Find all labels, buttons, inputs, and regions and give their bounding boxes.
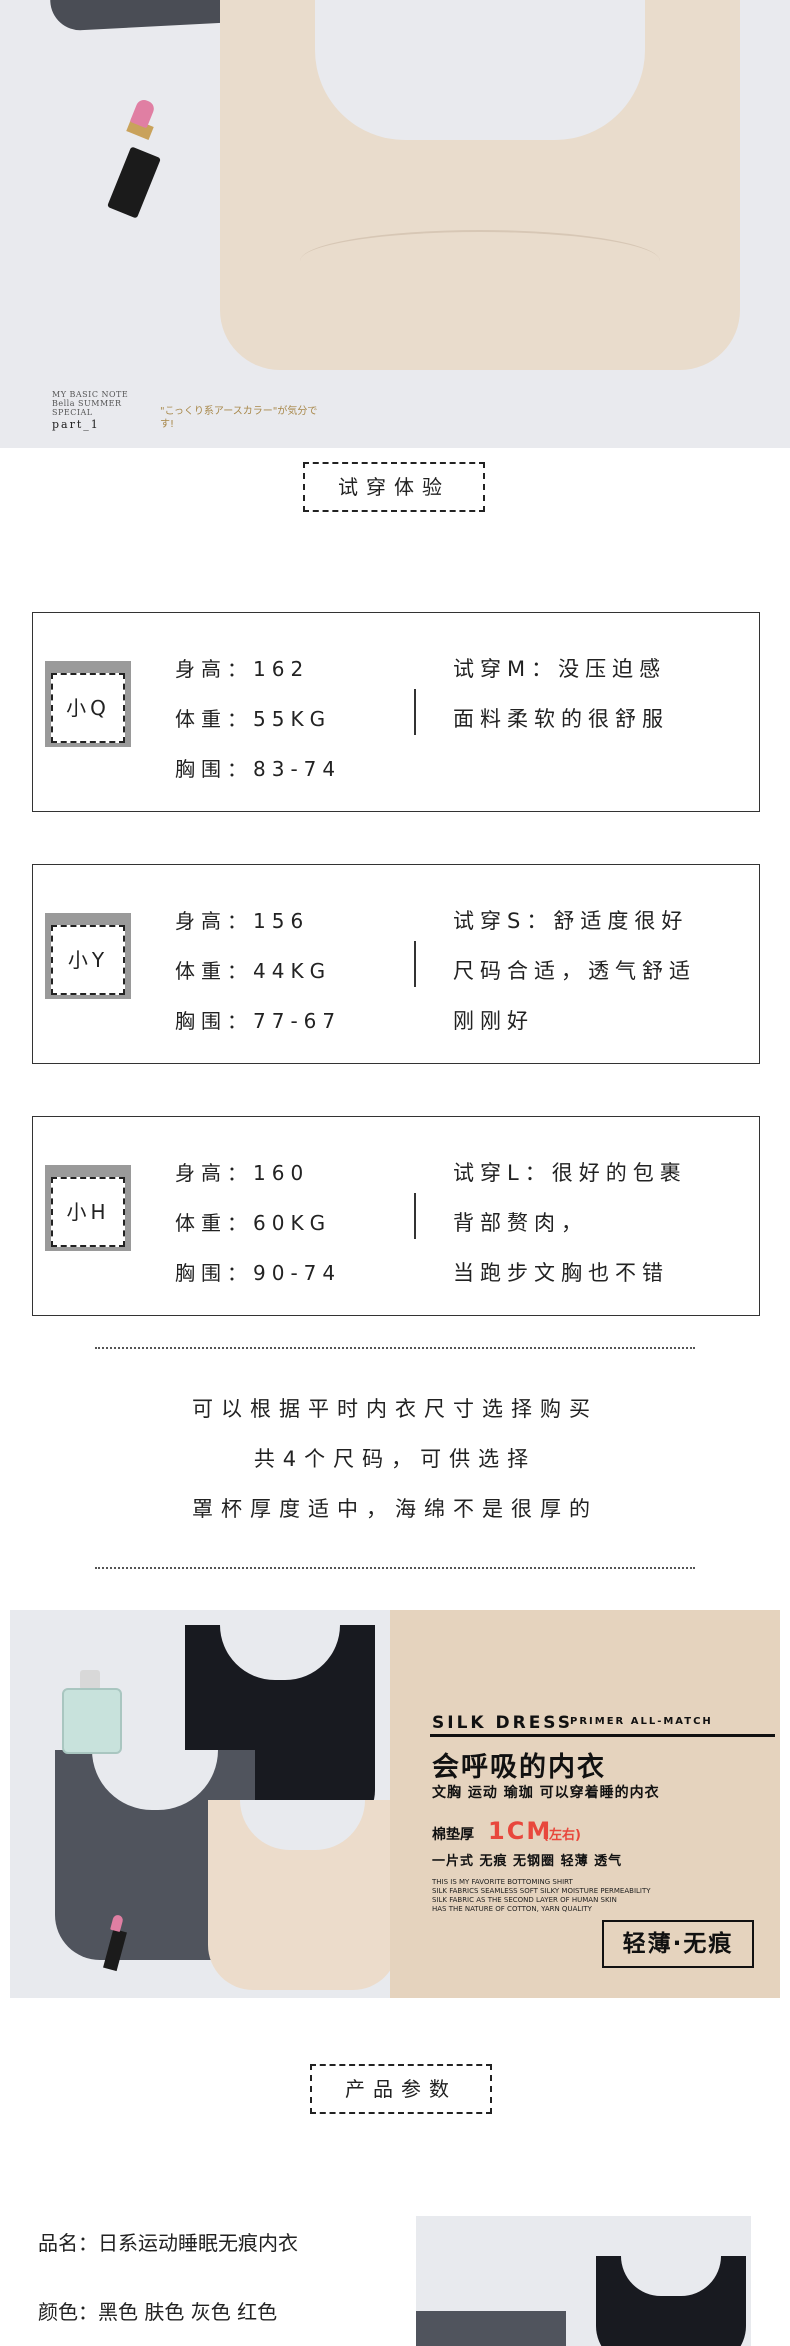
hero-note-line: SPECIAL (52, 408, 93, 417)
tester-comment: 当跑步文胸也不错 (453, 1261, 669, 1285)
tester-card: 小Q 身高：162 体重：55KG 胸围：83-74 试穿M：没压迫感 面料柔软… (32, 612, 760, 812)
tester-bust: 胸围：90-74 (175, 1261, 342, 1285)
banner-english-line: SILK FABRIC AS THE SECOND LAYER OF HUMAN… (432, 1896, 617, 1904)
perfume-cap (80, 1670, 100, 1690)
bra-seam (300, 230, 660, 292)
tester-height: 身高：160 (175, 1161, 310, 1185)
banner-headline: 会呼吸的内衣 (432, 1752, 606, 1783)
banner-rule (430, 1734, 775, 1737)
banner-english-line: THIS IS MY FAVORITE BOTTOMING SHIRT (432, 1878, 573, 1886)
banner-english-line: HAS THE NATURE OF COTTON, YARN QUALITY (432, 1905, 592, 1913)
param-name: 品名：日系运动睡眠无痕内衣 (38, 2231, 298, 2255)
tester-name: 小Q (51, 673, 125, 743)
lipstick (106, 146, 162, 219)
bra-neckline (315, 0, 645, 140)
tester-name: 小Y (51, 925, 125, 995)
banner-pad-note: (左右) (543, 1828, 581, 1843)
tester-card: 小H 身高：160 体重：60KG 胸围：90-74 试穿L：很好的包裹 背部赘… (32, 1116, 760, 1316)
tester-comment: 试穿M：没压迫感 (453, 657, 667, 681)
tester-comment: 背部赘肉， (453, 1211, 588, 1235)
tester-height: 身高：156 (175, 909, 310, 933)
banner-english-copy: THIS IS MY FAVORITE BOTTOMING SHIRT SILK… (432, 1878, 692, 1914)
banner-english-line: SILK FABRICS SEAMLESS SOFT SILKY MOISTUR… (432, 1887, 651, 1895)
dotted-divider (95, 1347, 695, 1349)
card-divider (414, 1193, 416, 1239)
dotted-divider (95, 1567, 695, 1569)
banner-primer: PRIMER ALL-MATCH (570, 1716, 713, 1727)
tester-comment: 面料柔软的很舒服 (453, 707, 669, 731)
tester-bust: 胸围：77-67 (175, 1009, 342, 1033)
card-divider (414, 941, 416, 987)
tester-comment: 试穿S：舒适度很好 (453, 909, 689, 933)
product-banner: SILK DRESS PRIMER ALL-MATCH 会呼吸的内衣 文胸 运动… (10, 1610, 780, 1998)
perfume-bottle (62, 1688, 122, 1754)
gray-bra (416, 2311, 566, 2346)
banner-subline: 文胸 运动 瑜珈 可以穿着睡的内衣 (432, 1785, 660, 1801)
tester-weight: 体重：60KG (175, 1211, 332, 1235)
tester-weight: 体重：55KG (175, 707, 332, 731)
size-tip: 共4个尺码，可供选择 (253, 1447, 537, 1471)
tester-card: 小Y 身高：156 体重：44KG 胸围：77-67 试穿S：舒适度很好 尺码合… (32, 864, 760, 1064)
param-colors: 颜色：黑色 肤色 灰色 红色 (38, 2300, 278, 2324)
hero-note: MY BASIC NOTE Bella SUMMER SPECIAL (52, 390, 142, 417)
hero-jp-note: "こっくり系アースカラー"が気分です! (160, 406, 318, 430)
tester-bust: 胸围：83-74 (175, 757, 342, 781)
size-tip: 罩杯厚度适中，海绵不是很厚的 (192, 1497, 598, 1521)
product-thumbnail (416, 2216, 751, 2346)
hero-note-line: Bella SUMMER (52, 399, 122, 408)
banner-text-panel (390, 1610, 780, 1998)
tester-comment: 刚刚好 (453, 1009, 534, 1033)
card-divider (414, 689, 416, 735)
tester-name: 小H (51, 1177, 125, 1247)
size-tip: 可以根据平时内衣尺寸选择购买 (192, 1397, 598, 1421)
tester-weight: 体重：44KG (175, 959, 332, 983)
hero-image: MY BASIC NOTE Bella SUMMER SPECIAL part_… (0, 0, 790, 448)
banner-pad-label: 棉垫厚 (432, 1827, 474, 1843)
tester-comment: 试穿L：很好的包裹 (453, 1161, 687, 1185)
banner-stamp: 轻薄·无痕 (602, 1920, 754, 1968)
trial-section-title: 试穿体验 (303, 462, 485, 512)
tester-comment: 尺码合适，透气舒适 (453, 959, 696, 983)
params-section-title: 产品参数 (310, 2064, 492, 2114)
banner-pad-value: 1CM (488, 1817, 553, 1845)
hero-note-line: MY BASIC NOTE (52, 390, 129, 399)
hero-part-label: part_1 (52, 418, 100, 431)
banner-features: 一片式 无痕 无钢圈 轻薄 透气 (432, 1854, 623, 1869)
banner-silk-title: SILK DRESS (432, 1713, 574, 1733)
tester-height: 身高：162 (175, 657, 310, 681)
